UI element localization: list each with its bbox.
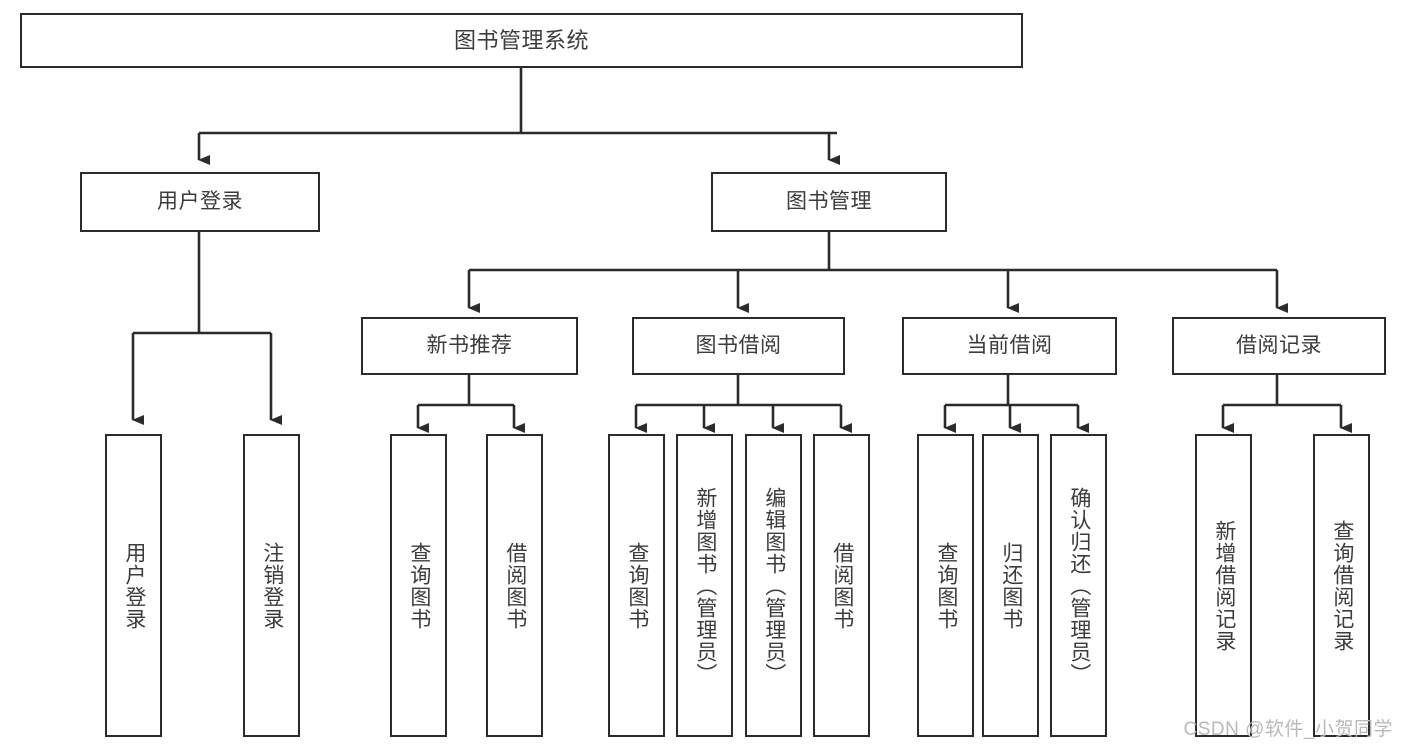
node-leaf-add-book-label: 新增图书（管理员） [693,486,717,685]
node-leaf-return-book-label: 归还图书 [999,541,1023,630]
node-root-system[interactable]: 图书管理系统 [20,13,1023,68]
node-leaf-borrow-book-1-label: 借阅图书 [503,541,527,630]
node-leaf-edit-book[interactable]: 编辑图书（管理员） [745,434,802,737]
node-leaf-add-book[interactable]: 新增图书（管理员） [676,434,733,737]
node-leaf-borrow-book-2[interactable]: 借阅图书 [813,434,870,737]
node-leaf-logout-login-label: 注销登录 [260,541,284,630]
node-leaf-query-book-3[interactable]: 查询图书 [917,434,974,737]
node-book-borrow-label: 图书借阅 [695,333,782,357]
node-book-borrow[interactable]: 图书借阅 [632,317,845,375]
node-book-manage[interactable]: 图书管理 [711,172,947,232]
node-leaf-query-record-label: 查询借阅记录 [1330,519,1354,652]
node-leaf-query-book-3-label: 查询图书 [934,541,958,630]
node-user-login-label: 用户登录 [157,189,243,213]
node-leaf-query-book-1[interactable]: 查询图书 [390,434,447,737]
node-leaf-query-book-2-label: 查询图书 [625,541,649,630]
node-current-borrow-label: 当前借阅 [966,333,1053,357]
node-leaf-confirm-return[interactable]: 确认归还（管理员） [1050,434,1107,737]
node-root-label: 图书管理系统 [453,27,589,53]
node-leaf-confirm-return-label: 确认归还（管理员） [1067,486,1091,685]
node-current-borrow[interactable]: 当前借阅 [902,317,1117,375]
node-book-manage-label: 图书管理 [786,189,872,213]
node-leaf-add-record[interactable]: 新增借阅记录 [1195,434,1252,737]
node-leaf-query-book-1-label: 查询图书 [407,541,431,630]
node-leaf-add-record-label: 新增借阅记录 [1212,519,1236,652]
node-leaf-logout-login[interactable]: 注销登录 [243,434,300,737]
node-borrow-record-label: 借阅记录 [1236,333,1322,357]
node-leaf-return-book[interactable]: 归还图书 [982,434,1039,737]
node-leaf-borrow-book-1[interactable]: 借阅图书 [486,434,543,737]
node-new-book-recommend[interactable]: 新书推荐 [361,317,578,375]
node-leaf-borrow-book-2-label: 借阅图书 [830,541,854,630]
node-leaf-user-login[interactable]: 用户登录 [105,434,162,737]
node-user-login[interactable]: 用户登录 [80,172,320,232]
node-leaf-query-record[interactable]: 查询借阅记录 [1313,434,1370,737]
node-leaf-edit-book-label: 编辑图书（管理员） [762,486,786,685]
node-leaf-user-login-label: 用户登录 [122,541,146,630]
node-leaf-query-book-2[interactable]: 查询图书 [608,434,665,737]
node-borrow-record[interactable]: 借阅记录 [1172,317,1386,375]
node-new-book-recommend-label: 新书推荐 [426,333,513,357]
